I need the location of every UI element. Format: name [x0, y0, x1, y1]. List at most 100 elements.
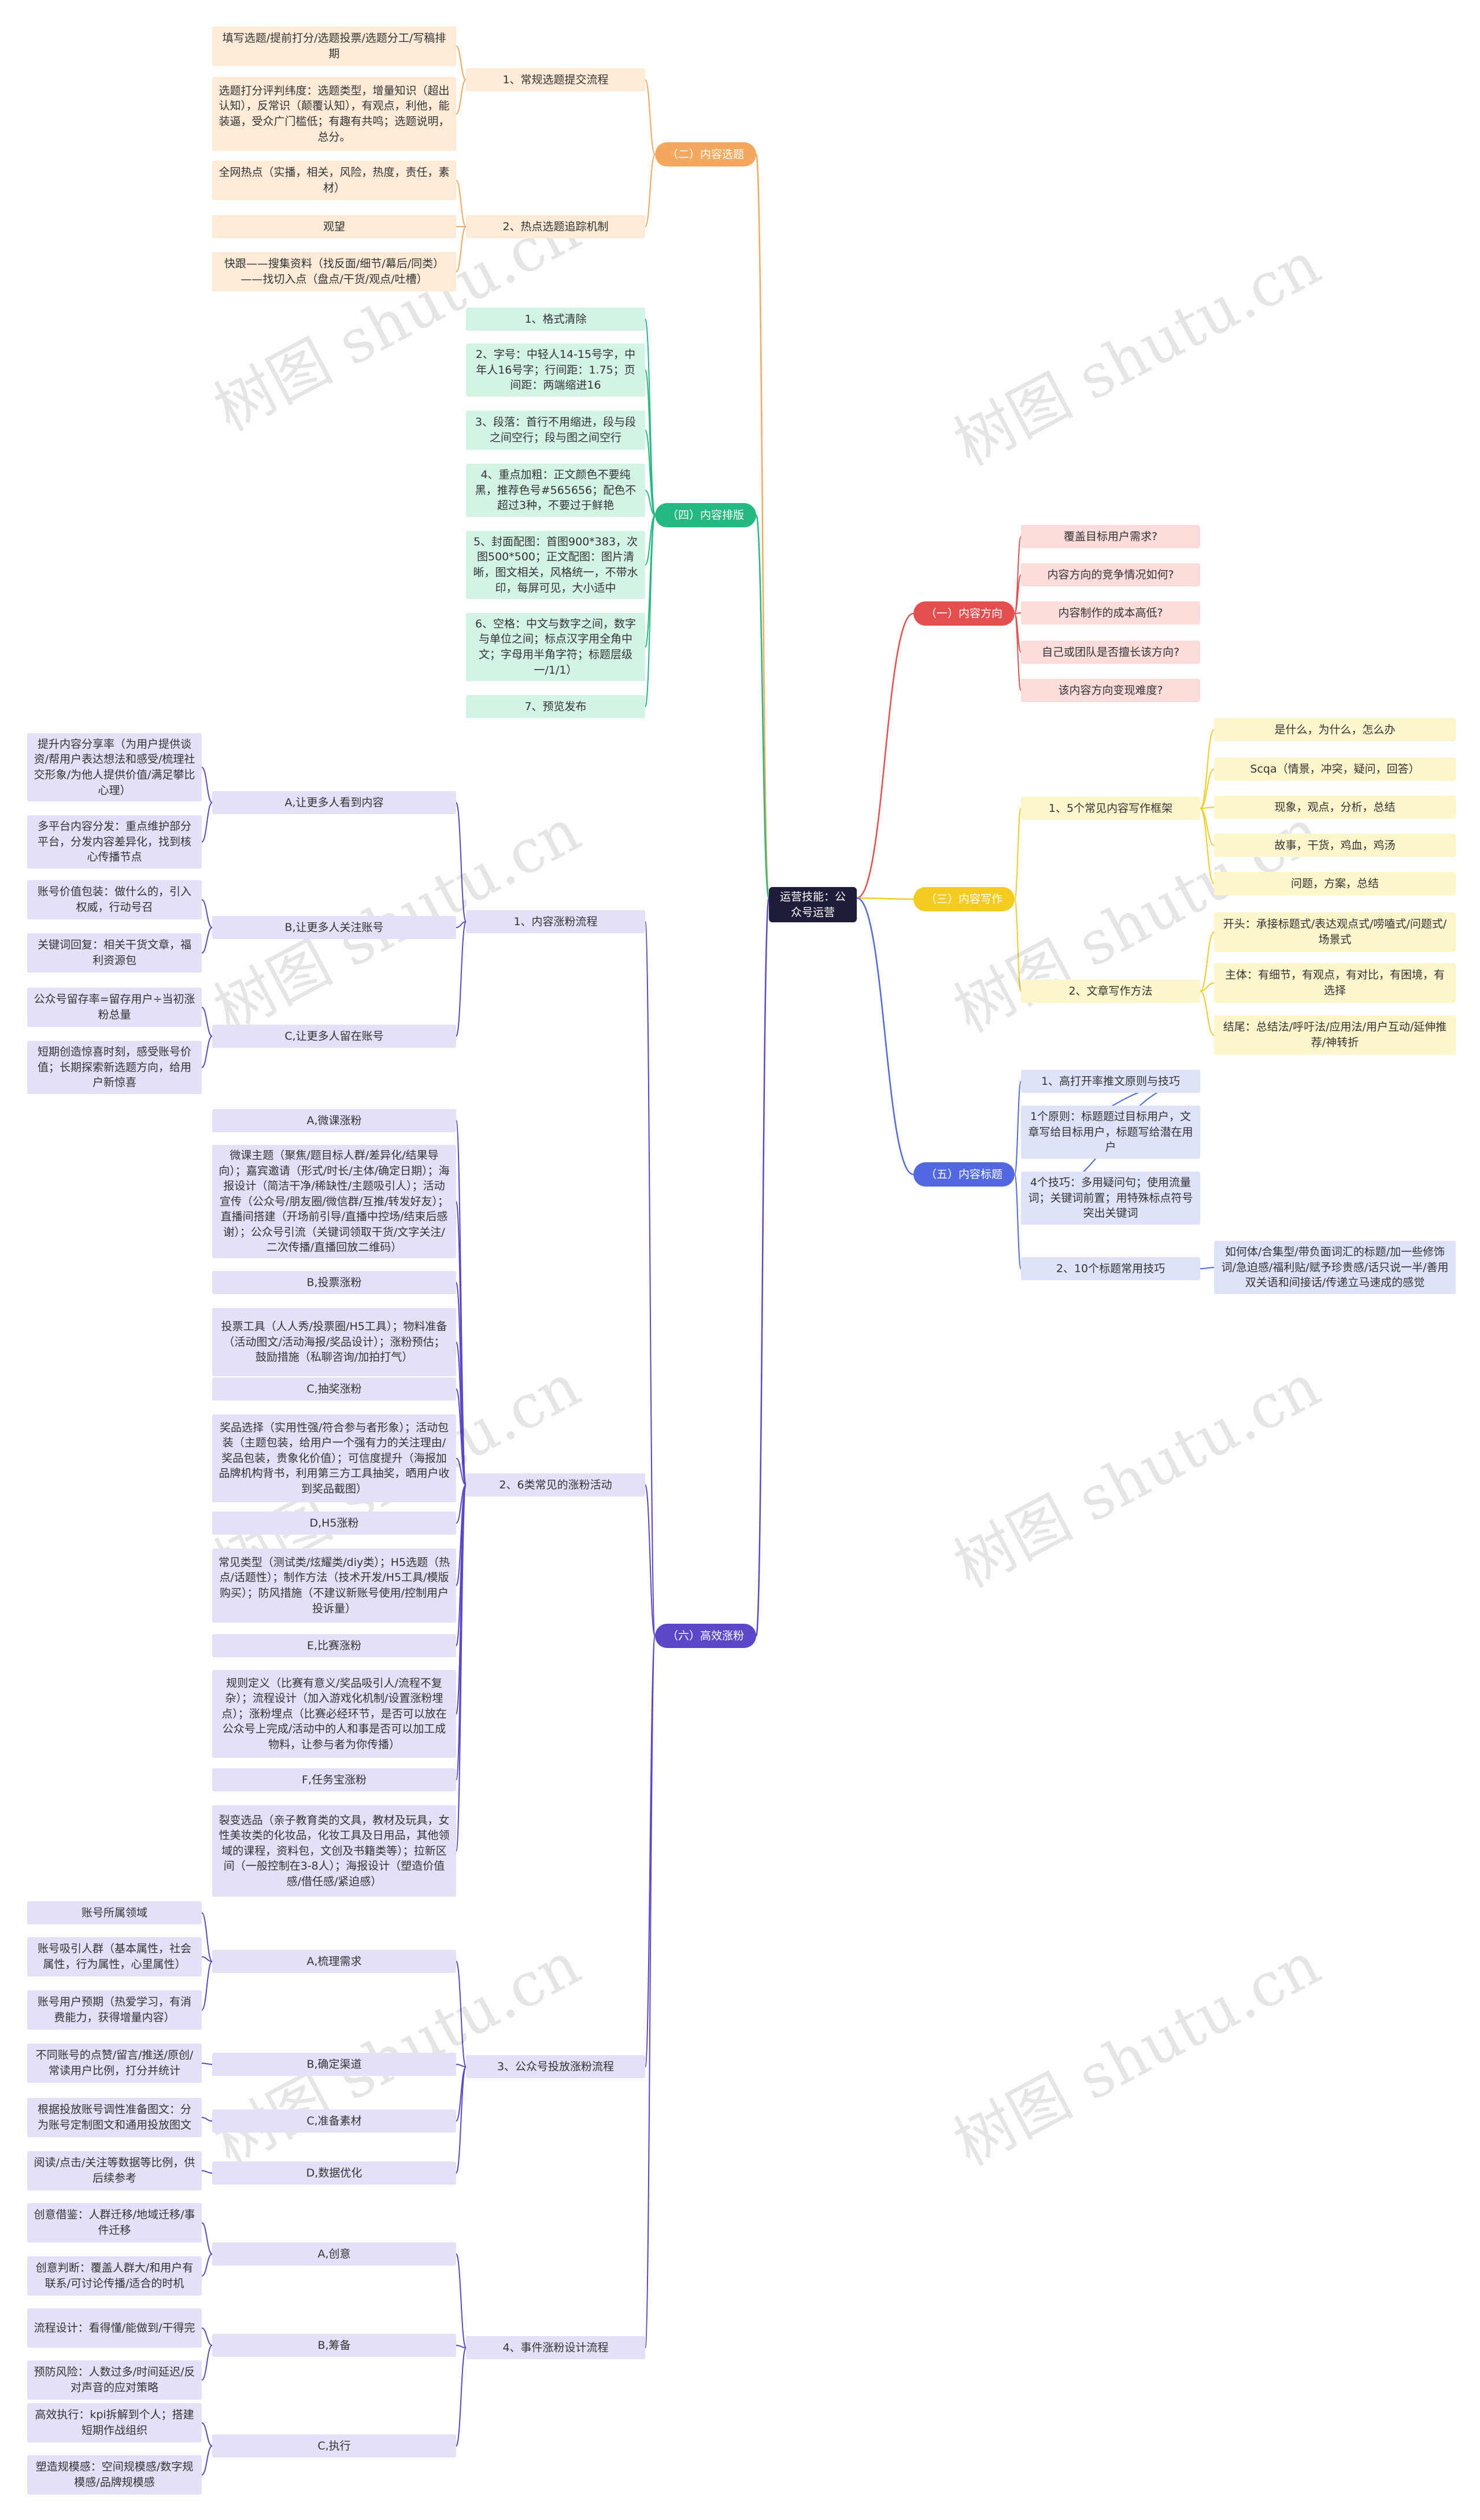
- leaf-node[interactable]: 4、重点加粗：正文颜色不要纯黑，推荐色号#565656；配色不超过3种，不要过于…: [466, 464, 645, 517]
- topic-node[interactable]: C,让更多人留在账号: [212, 1025, 456, 1048]
- topic-node[interactable]: 2、10个标题常用技巧: [1021, 1257, 1200, 1280]
- topic-node[interactable]: A,让更多人看到内容: [212, 791, 456, 814]
- leaf-node[interactable]: 创意借鉴：人群迁移/地域迁移/事件迁移: [27, 2203, 202, 2242]
- leaf-node[interactable]: 主体：有细节，有观点，有对比，有困境，有选择: [1214, 963, 1456, 1003]
- branch-node[interactable]: （三）内容写作: [913, 887, 1015, 911]
- leaf-node[interactable]: 6、空格：中文与数字之间，数字与单位之间；标点汉字用全角中文；字母用半角字符；标…: [466, 613, 645, 681]
- topic-node[interactable]: A,梳理需求: [212, 1950, 456, 1973]
- branch-node[interactable]: （四）内容排版: [655, 503, 756, 527]
- leaf-node[interactable]: 短期创造惊喜时刻，感受账号价值；长期探索新选题方向，给用户新惊喜: [27, 1041, 202, 1094]
- leaf-node[interactable]: 4个技巧：多用疑问句；使用流量词；关键词前置；用特殊标点符号突出关键词: [1021, 1172, 1200, 1225]
- branch-node[interactable]: （二）内容选题: [655, 142, 756, 167]
- leaf-node[interactable]: 塑造规模感：空间规模感/数字规模感/品牌规模感: [27, 2455, 202, 2495]
- leaf-node[interactable]: 内容方向的竞争情况如何?: [1021, 563, 1200, 586]
- leaf-node[interactable]: 裂变选品（亲子教育类的文具，教材及玩具，女性美妆类的化妆品，化妆工具及日用品，其…: [212, 1805, 456, 1897]
- leaf-node[interactable]: 7、预览发布: [466, 695, 645, 718]
- topic-node[interactable]: 1、高打开率推文原则与技巧: [1021, 1070, 1200, 1093]
- root-node[interactable]: 运营技能：公众号运营: [769, 887, 857, 923]
- connector-n_g3-n_g3_b: [456, 2064, 467, 2067]
- leaf-node[interactable]: 自己或团队是否擅长该方向?: [1021, 641, 1200, 664]
- leaf-node[interactable]: 关键词回复：相关干货文章，福利资源包: [27, 933, 202, 973]
- leaf-node[interactable]: 公众号留存率=留存用户÷当初涨粉总量: [27, 988, 202, 1027]
- topic-node[interactable]: D,H5涨粉: [212, 1512, 456, 1535]
- topic-node[interactable]: A,微课涨粉: [212, 1109, 456, 1132]
- leaf-node[interactable]: 账号吸引人群（基本属性，社会属性，行为属性，心里属性）: [27, 1937, 202, 1976]
- leaf-node[interactable]: 内容制作的成本高低?: [1021, 601, 1200, 625]
- connector-n_g4-n_g4_a: [456, 2253, 467, 2348]
- topic-node[interactable]: 1、常规选题提交流程: [466, 68, 645, 91]
- topic-node[interactable]: B,让更多人关注账号: [212, 916, 456, 939]
- leaf-node[interactable]: 2、字号：中轻人14-15号字，中年人16号字；行间距：1.75；页间距：两端缩…: [466, 343, 645, 397]
- branch-node[interactable]: （一）内容方向: [913, 601, 1015, 626]
- topic-node[interactable]: B,确定渠道: [212, 2053, 456, 2076]
- topic-node[interactable]: C,准备素材: [212, 2109, 456, 2133]
- connector-n_g1_a-n_g1_a1: [201, 767, 213, 803]
- leaf-node[interactable]: 是什么，为什么，怎么办: [1214, 718, 1456, 741]
- connector-n_g1_b-n_g1_b1: [201, 899, 213, 928]
- leaf-node[interactable]: 流程设计：看得懂/能做到/干得完: [27, 2308, 202, 2348]
- leaf-node[interactable]: 问题，方案，总结: [1214, 872, 1456, 895]
- topic-node[interactable]: B,筹备: [212, 2334, 456, 2357]
- connector-n_layout-n_lay_2: [645, 369, 656, 516]
- leaf-node[interactable]: 根据投放账号调性准备图文：分为账号定制图文和通用投放图文: [27, 2098, 202, 2137]
- leaf-node[interactable]: 预防风险：人数过多/时间延迟/反对声音的应对策略: [27, 2360, 202, 2400]
- branch-node[interactable]: （六）高效涨粉: [655, 1624, 756, 1648]
- leaf-node[interactable]: 覆盖目标用户需求?: [1021, 525, 1200, 548]
- leaf-node[interactable]: 1、格式清除: [466, 308, 645, 331]
- leaf-node[interactable]: 5、封面配图：首图900*383，次图500*500；正文配图：图片清晰，图文相…: [466, 531, 645, 599]
- leaf-node[interactable]: 规则定义（比赛有意义/奖品吸引人/流程不复杂）；流程设计（加入游戏化机制/设置涨…: [212, 1670, 456, 1758]
- leaf-node[interactable]: 账号价值包装：做什么的，引入权威，行动号召: [27, 880, 202, 919]
- connector-n_wr_2-n_wr_2_c: [1200, 991, 1215, 1036]
- topic-node[interactable]: D,数据优化: [212, 2161, 456, 2185]
- connector-n_g2-n_g2_f1: [456, 1484, 467, 1852]
- leaf-node[interactable]: 不同账号的点赞/留言/推送/原创/常读用户比例，打分并统计: [27, 2044, 202, 2083]
- topic-node[interactable]: 2、文章写作方法: [1021, 980, 1200, 1003]
- leaf-node[interactable]: 账号用户预期（热爱学习，有消费能力，获得增量内容）: [27, 1990, 202, 2030]
- leaf-node[interactable]: 奖品选择（实用性强/符合参与者形象）；活动包装（主题包装，给用户一个强有力的关注…: [212, 1414, 456, 1502]
- connector-n_direction-n_dir_3: [1014, 612, 1022, 614]
- leaf-node[interactable]: 全网热点（实播，相关，风险，热度，责任，素材）: [212, 161, 456, 200]
- leaf-node[interactable]: 填写选题/提前打分/选题投票/选题分工/写稿排期: [212, 27, 456, 66]
- topic-node[interactable]: 4、事件涨粉设计流程: [466, 2336, 645, 2359]
- leaf-node[interactable]: 观望: [212, 215, 456, 238]
- topic-node[interactable]: B,投票涨粉: [212, 1271, 456, 1294]
- connector-n_g1_c-n_g1_c1: [201, 1007, 213, 1037]
- leaf-node[interactable]: 提升内容分享率（为用户提供谈资/帮用户表达想法和感受/梳理社交形象/为他人提供价…: [27, 733, 202, 801]
- branch-node[interactable]: （五）内容标题: [913, 1162, 1015, 1187]
- topic-node[interactable]: A,创意: [212, 2242, 456, 2266]
- connector-n_direction-n_dir_5: [1014, 613, 1022, 691]
- topic-node[interactable]: 2、6类常见的涨粉活动: [466, 1473, 645, 1497]
- leaf-node[interactable]: 微课主题（聚焦/题目标人群/差异化/结果导向）；嘉宾邀请（形式/时长/主体/确定…: [212, 1145, 456, 1258]
- topic-node[interactable]: F,任务宝涨粉: [212, 1768, 456, 1791]
- leaf-node[interactable]: 账号所属领域: [27, 1901, 202, 1924]
- topic-node[interactable]: C,抽奖涨粉: [212, 1377, 456, 1401]
- leaf-node[interactable]: 3、段落：首行不用缩进，段与段之间空行；段与图之间空行: [466, 411, 645, 450]
- leaf-node[interactable]: 高效执行：kpi拆解到个人；搭建短期作战组织: [27, 2403, 202, 2443]
- topic-node[interactable]: 1、5个常见内容写作框架: [1021, 797, 1200, 820]
- leaf-node[interactable]: 常见类型（测试类/炫耀类/diy类）；H5选题（热点/话题性）；制作方法（技术开…: [212, 1549, 456, 1623]
- leaf-node[interactable]: 1个原则：标题题过目标用户，文章写给目标用户，标题写给潜在用户: [1021, 1106, 1200, 1159]
- topic-node[interactable]: E,比赛涨粉: [212, 1634, 456, 1657]
- topic-node[interactable]: 3、公众号投放涨粉流程: [466, 2055, 645, 2078]
- connector-root-n_writing: [856, 897, 914, 900]
- leaf-node[interactable]: Scqa（情景，冲突，疑问，回答）: [1214, 758, 1456, 781]
- connector-n_g4_c-n_g4_c1: [201, 2422, 213, 2447]
- leaf-node[interactable]: 投票工具（人人秀/投票圈/H5工具）；物料准备（活动图文/活动海报/奖品设计）；…: [212, 1308, 456, 1376]
- leaf-node[interactable]: 选题打分评判纬度：选题类型，增量知识（超出认知），反常识（颠覆认知），有观点，利…: [212, 77, 456, 151]
- leaf-node[interactable]: 阅读/点击/关注等数据等比例，供后续参考: [27, 2151, 202, 2190]
- topic-node[interactable]: 2、热点选题追踪机制: [466, 215, 645, 238]
- leaf-node[interactable]: 多平台内容分发：重点维护部分平台，分发内容差异化，找到核心传播节点: [27, 815, 202, 869]
- connector-n_g1-n_g1_a: [456, 802, 467, 922]
- leaf-node[interactable]: 现象，观点，分析，总结: [1214, 796, 1456, 819]
- leaf-node[interactable]: 快跟——搜集资料（找反面/细节/幕后/同类）——找切入点（盘点/干货/观点/吐槽…: [212, 252, 456, 291]
- leaf-node[interactable]: 如何体/合集型/带负面词汇的标题/加一些修饰词/急迫感/福利贴/赋予珍贵感/话只…: [1214, 1241, 1456, 1294]
- connector-n_growth-n_g4: [645, 1635, 656, 2348]
- topic-node[interactable]: C,执行: [212, 2434, 456, 2458]
- leaf-node[interactable]: 创意判断：覆盖人群大/和用户有联系/可讨论传播/适合的时机: [27, 2256, 202, 2296]
- connector-n_layout-n_lay_4: [645, 490, 656, 516]
- leaf-node[interactable]: 结尾：总结法/呼吁法/应用法/用户互动/延伸推荐/神转折: [1214, 1015, 1456, 1055]
- leaf-node[interactable]: 该内容方向变现难度?: [1021, 679, 1200, 702]
- leaf-node[interactable]: 故事，干货，鸡血，鸡汤: [1214, 834, 1456, 857]
- leaf-node[interactable]: 开头：承接标题式/表达观点式/唠嗑式/问题式/场景式: [1214, 912, 1456, 952]
- topic-node[interactable]: 1、内容涨粉流程: [466, 910, 645, 933]
